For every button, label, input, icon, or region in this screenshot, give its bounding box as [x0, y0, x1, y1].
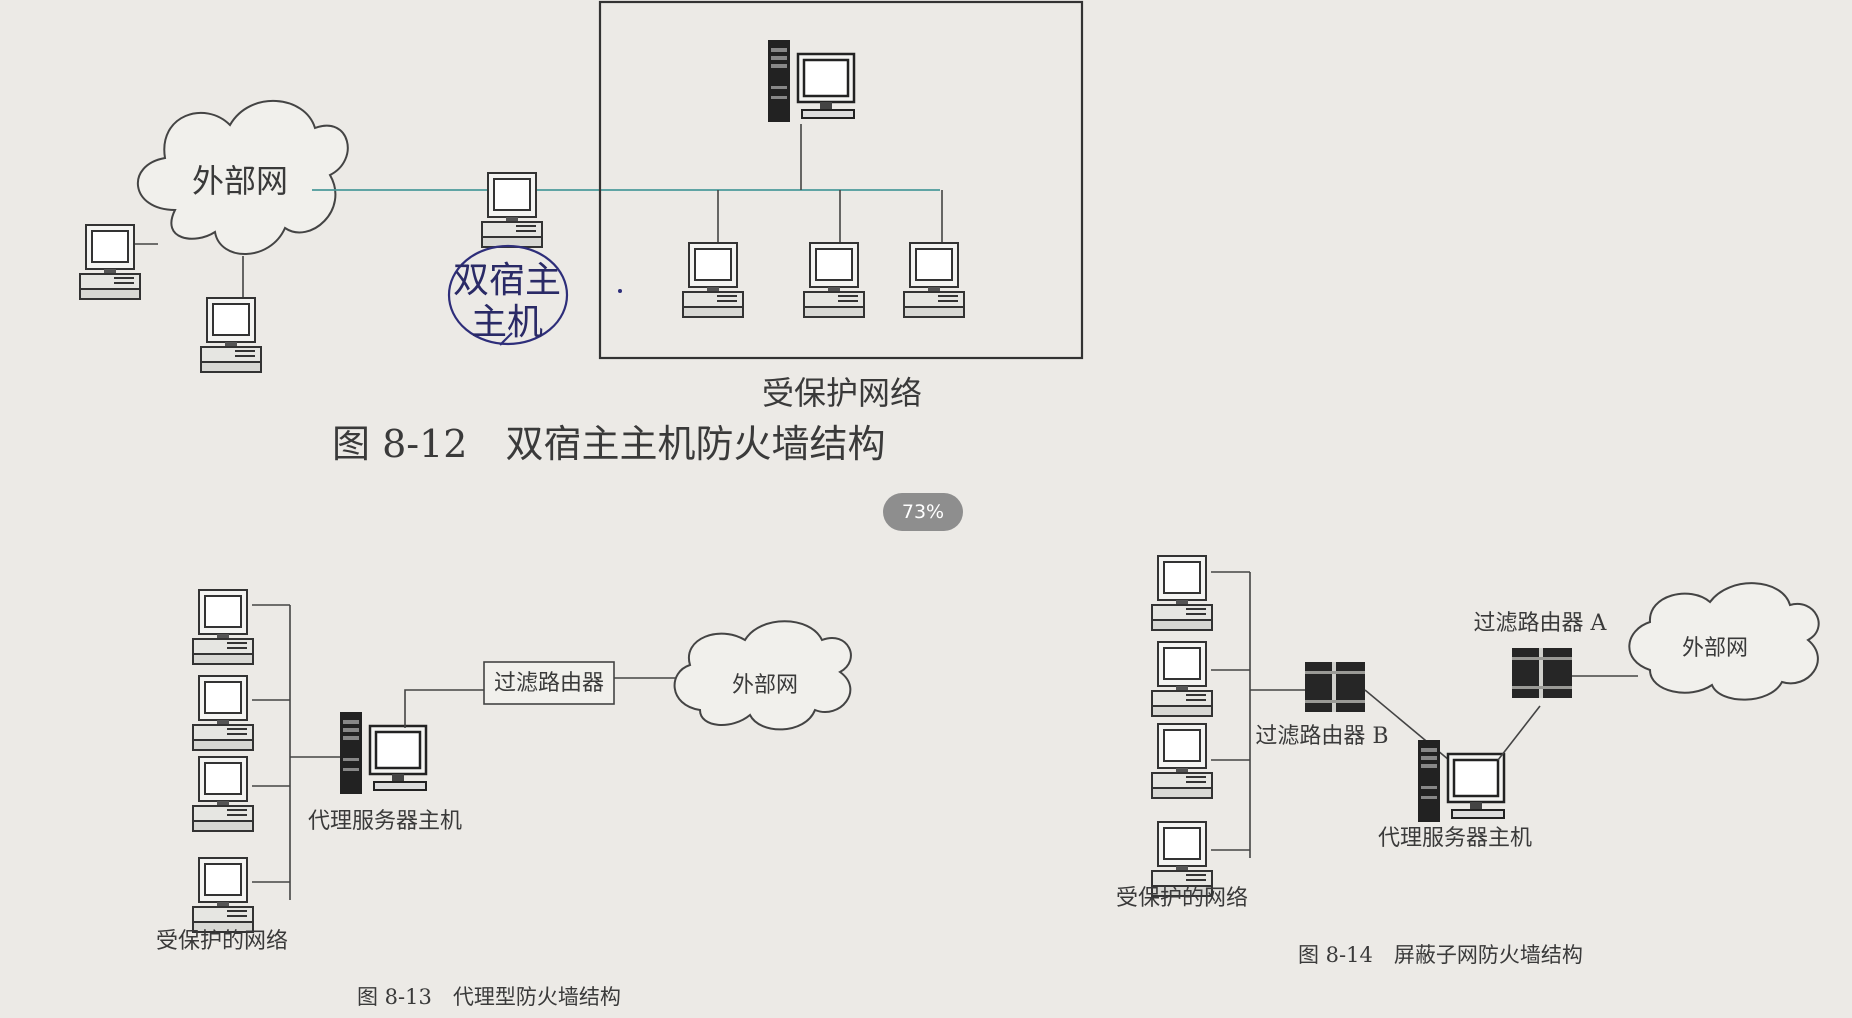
fig12-dual-host-label-1: 双宿主: [453, 260, 561, 301]
fig13-protected-pc-4: [192, 857, 254, 933]
fig12-protected-network-box: [598, 0, 1084, 360]
fig12-dual-host-label-2: 主机: [471, 302, 543, 343]
fig13-protected-pc-3: [192, 756, 254, 832]
fig12-protected-pc-3: [903, 242, 965, 318]
fig13-external-net-label: 外部网: [732, 673, 798, 698]
cloud-external-network: [137, 100, 349, 255]
fig13-filter-router-box: [483, 661, 615, 705]
fig12-protected-server: [766, 38, 856, 124]
fig14-filter-router-b: [1305, 662, 1365, 712]
zoom-level-badge[interactable]: 73%: [883, 493, 963, 531]
fig14-protected-net-label: 受保护的网络: [1116, 886, 1248, 911]
fig12-external-pc-1: [79, 224, 141, 300]
fig14-protected-pc-1: [1151, 555, 1213, 631]
fig13-proxy-server: [338, 710, 428, 796]
fig12-protected-pc-2: [803, 242, 865, 318]
fig14-filter-router-a-label: 过滤路由器 A: [1474, 611, 1608, 636]
fig14-protected-pc-3: [1151, 723, 1213, 799]
fig14-filter-router-a: [1512, 648, 1572, 698]
fig14-protected-pc-2: [1151, 641, 1213, 717]
fig12-caption: 图 8-12 双宿主主机防火墙结构: [332, 422, 885, 466]
fig13-caption: 图 8-13 代理型防火墙结构: [357, 985, 621, 1009]
fig13-cloud-external-network: [673, 620, 852, 731]
fig13-protected-pc-1: [192, 589, 254, 665]
fig13-protected-net-label: 受保护的网络: [156, 929, 288, 954]
fig12-protected-net-label: 受保护网络: [762, 374, 922, 412]
fig12-dual-homed-host: [481, 172, 543, 248]
fig14-proxy-server: [1416, 738, 1506, 824]
fig14-cloud-external-network: [1628, 582, 1820, 701]
fig14-external-net-label: 外部网: [1682, 636, 1748, 661]
fig13-filter-router-label: 过滤路由器: [494, 671, 604, 696]
fig13-proxy-host-label: 代理服务器主机: [308, 809, 462, 834]
fig14-protected-pc-4: [1151, 821, 1213, 897]
fig14-proxy-host-label: 代理服务器主机: [1378, 826, 1532, 851]
fig13-protected-pc-2: [192, 675, 254, 751]
fig14-filter-router-b-label: 过滤路由器 B: [1255, 724, 1388, 749]
fig12-protected-pc-1: [682, 242, 744, 318]
fig12-external-net-label: 外部网: [192, 162, 288, 200]
fig12-external-pc-2: [200, 297, 262, 373]
fig14-caption: 图 8-14 屏蔽子网防火墙结构: [1298, 943, 1583, 967]
handwritten-circle: [447, 244, 569, 346]
